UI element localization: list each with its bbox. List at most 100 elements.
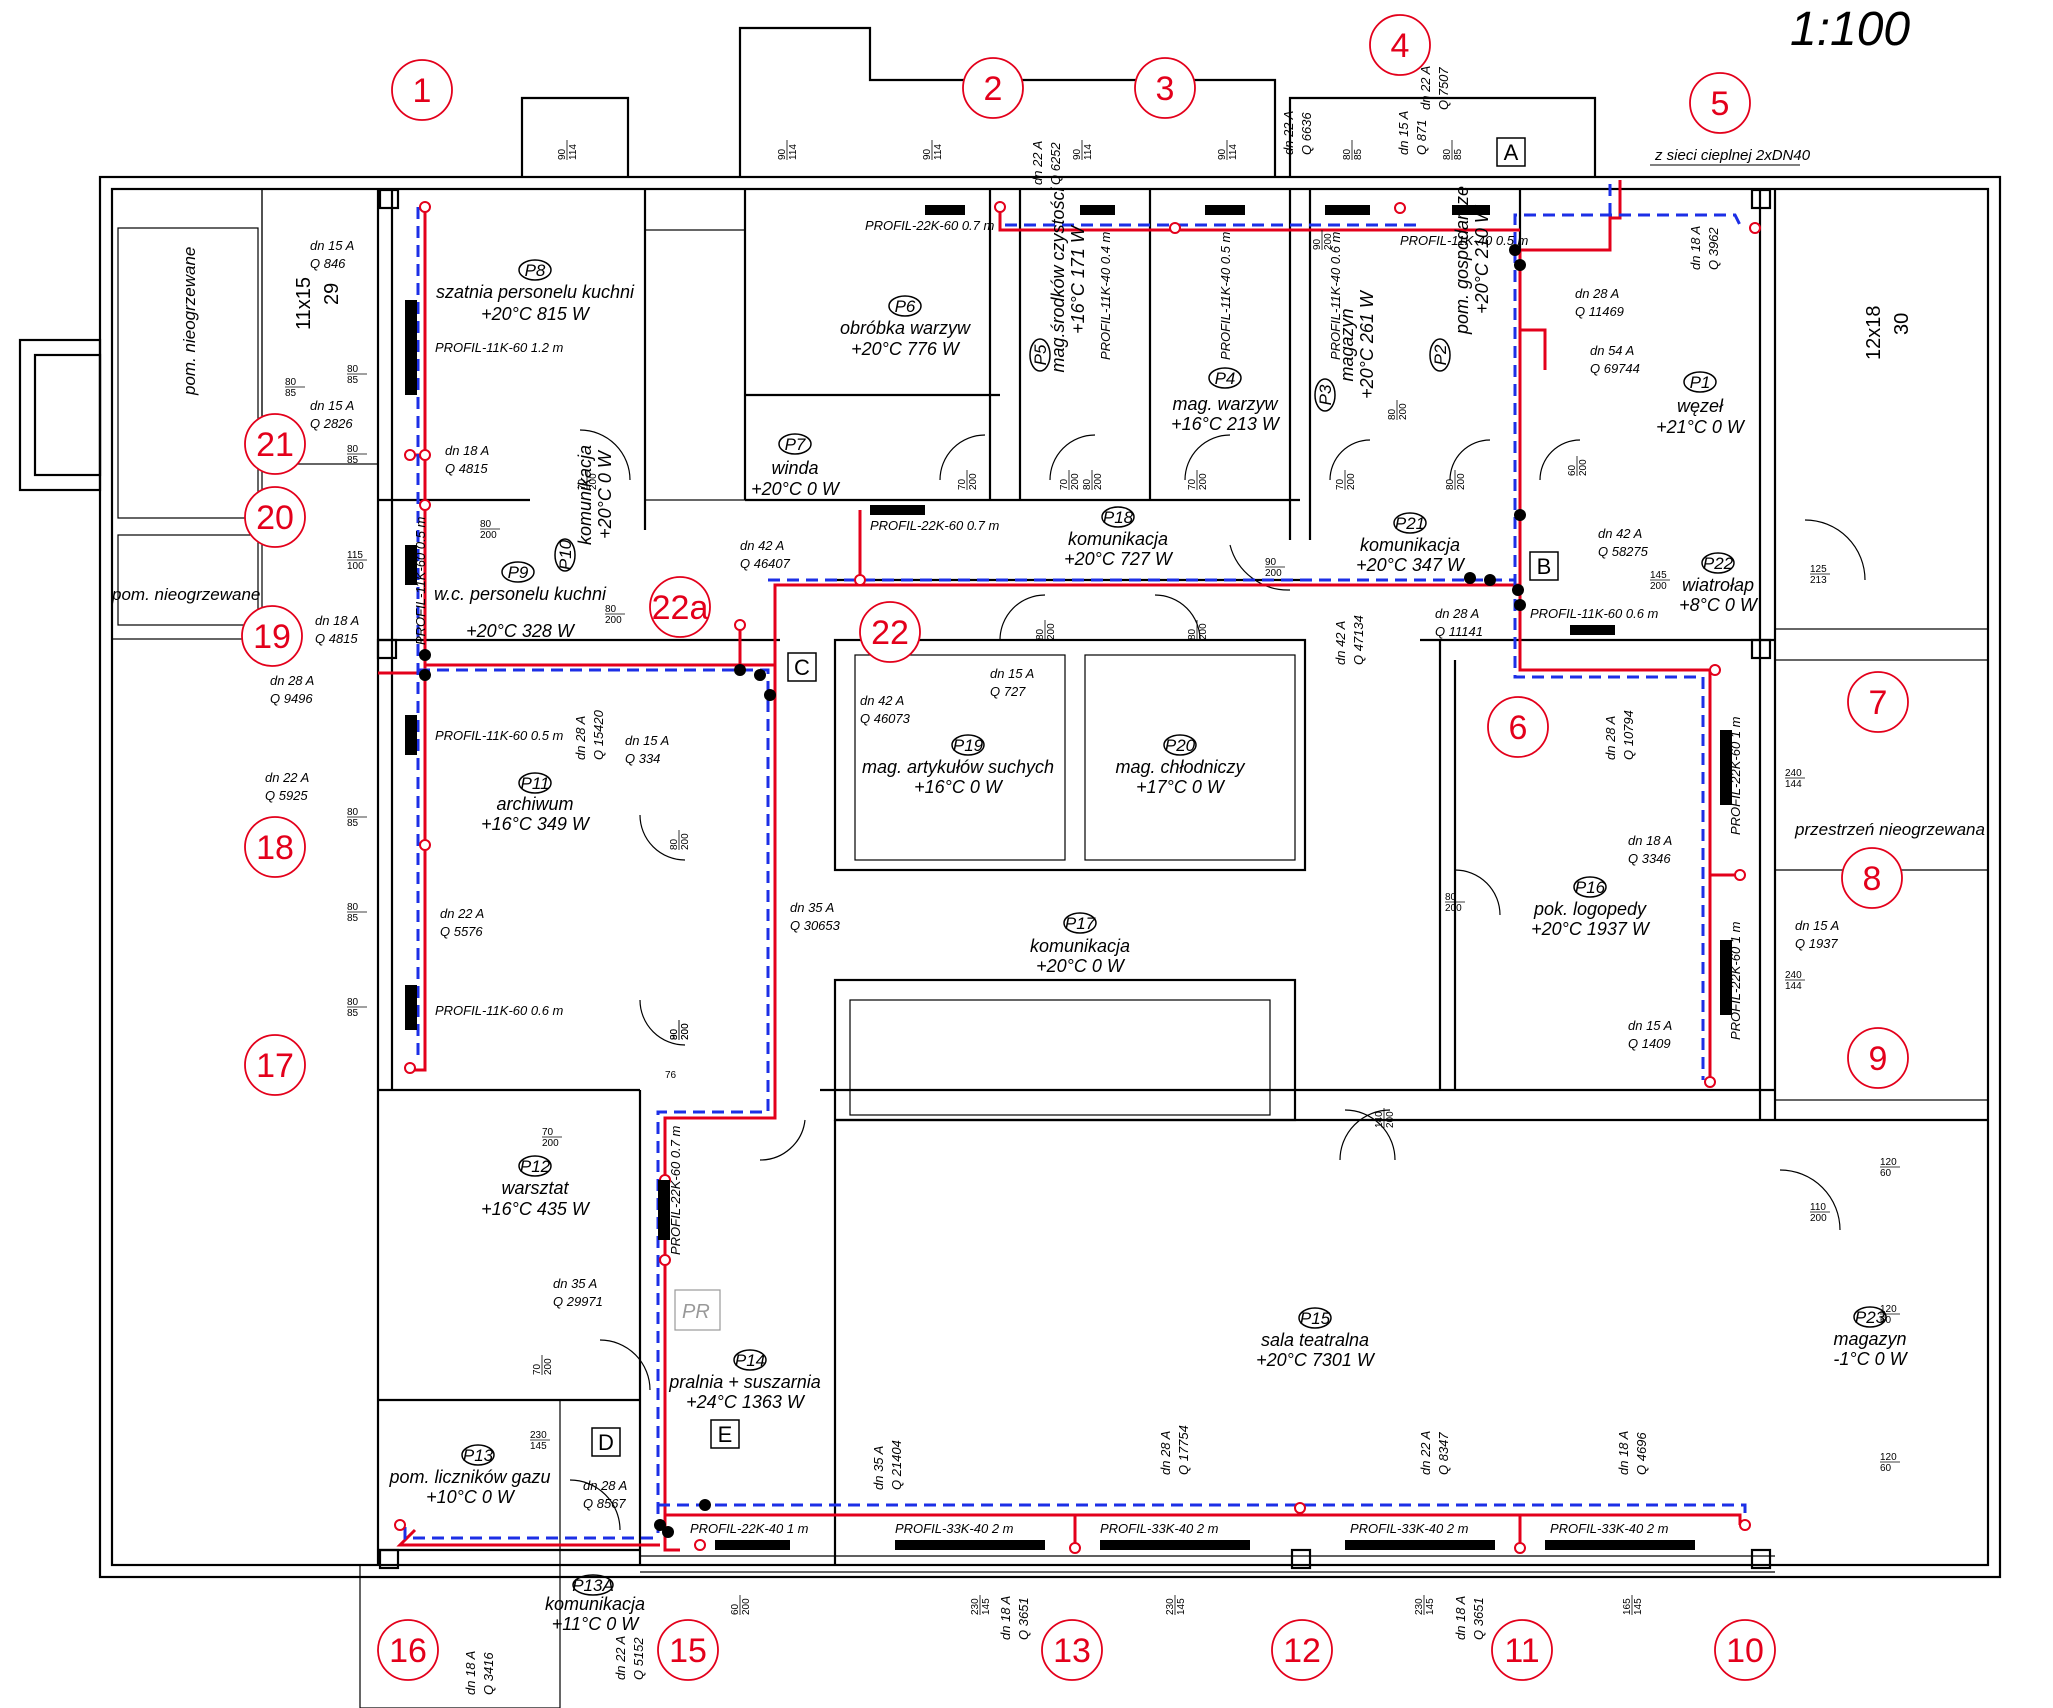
- svg-text:+17°C 0 W: +17°C 0 W: [1136, 777, 1226, 797]
- opening-dimension-value: 200: [1456, 473, 1467, 490]
- svg-text:dn 22 A: dn 22 A: [1418, 1431, 1433, 1475]
- opening-dimension-value: 200: [1265, 568, 1282, 579]
- svg-text:dn 35 A: dn 35 A: [790, 900, 834, 915]
- opening-dimension-value: 85: [1353, 148, 1364, 160]
- svg-text:8: 8: [1863, 860, 1882, 898]
- svg-text:+21°C 0 W: +21°C 0 W: [1656, 417, 1746, 437]
- svg-text:Q 17754: Q 17754: [1176, 1425, 1191, 1475]
- svg-text:dn 18 A: dn 18 A: [1453, 1596, 1468, 1640]
- svg-text:dn 18 A: dn 18 A: [1688, 226, 1703, 270]
- opening-dimension-value: 90: [669, 1028, 680, 1040]
- svg-text:dn 42 A: dn 42 A: [740, 538, 784, 553]
- svg-text:D: D: [598, 1430, 614, 1455]
- svg-text:+20°C 0 W: +20°C 0 W: [1036, 956, 1126, 976]
- svg-text:+16°C 349 W: +16°C 349 W: [481, 814, 591, 834]
- svg-text:dn 35 A: dn 35 A: [871, 1446, 886, 1490]
- svg-text:+20°C 0 W: +20°C 0 W: [595, 449, 615, 539]
- opening-dimension-value: 200: [1578, 459, 1589, 476]
- opening-dimension-value: 114: [788, 144, 799, 160]
- svg-text:+20°C 776 W: +20°C 776 W: [851, 339, 961, 359]
- svg-text:C: C: [794, 655, 810, 680]
- svg-text:PROFIL-22K-60 0.7 m: PROFIL-22K-60 0.7 m: [668, 1126, 683, 1255]
- svg-text:Q 7507: Q 7507: [1436, 67, 1451, 110]
- svg-text:+24°C 1363 W: +24°C 1363 W: [686, 1392, 806, 1412]
- svg-text:wiatrołap: wiatrołap: [1682, 575, 1754, 595]
- section-numbers: 1 2 3 4 5 6 7 8 9 10 11 12 13 15 16 17 1…: [241, 14, 1909, 1681]
- opening-dimension-value: 230: [530, 1430, 547, 1441]
- svg-text:E: E: [718, 1422, 733, 1447]
- opening-dimension-value: 213: [1810, 575, 1827, 586]
- svg-text:PROFIL-33K-40 2 m: PROFIL-33K-40 2 m: [1550, 1521, 1669, 1536]
- opening-dimension-value: 70: [1187, 478, 1198, 490]
- svg-text:Q 10794: Q 10794: [1621, 710, 1636, 760]
- svg-text:komunikacja: komunikacja: [575, 445, 595, 545]
- svg-text:PROFIL-22K-40 1 m: PROFIL-22K-40 1 m: [690, 1521, 809, 1536]
- svg-text:Q 5576: Q 5576: [440, 924, 483, 939]
- unheated-label: przestrzeń nieogrzewana: [1794, 820, 1985, 839]
- svg-text:+20°C 1937 W: +20°C 1937 W: [1531, 919, 1651, 939]
- opening-dimension-value: 80: [480, 519, 492, 530]
- room-label-p9: P9w.c. personelu kuchni+20°C 328 W: [434, 561, 607, 641]
- pipe-label: dn 42 AQ 58275: [1598, 526, 1649, 559]
- svg-text:+20°C 0 W: +20°C 0 W: [751, 479, 841, 499]
- svg-text:13: 13: [1053, 1632, 1091, 1670]
- pipe-label: dn 28 AQ 11469: [1575, 286, 1624, 319]
- svg-text:dn 22 A: dn 22 A: [1030, 141, 1045, 185]
- opening-dimension-value: 90: [557, 148, 568, 160]
- svg-text:magazyn: magazyn: [1337, 308, 1357, 381]
- opening-dimension-value: 200: [680, 1023, 691, 1040]
- svg-text:pom. liczników gazu: pom. liczników gazu: [388, 1467, 550, 1487]
- opening-dimension-value: 114: [568, 144, 579, 160]
- svg-text:dn 28 A: dn 28 A: [1158, 1431, 1173, 1475]
- radiator-labels: PROFIL-22K-60 0.7 m PROFIL-11K-40 0.4 m …: [413, 218, 1743, 1536]
- svg-text:P9: P9: [508, 563, 529, 582]
- pipe-label: dn 15 AQ 1937: [1795, 918, 1839, 951]
- svg-text:22: 22: [871, 614, 909, 652]
- svg-text:4: 4: [1391, 27, 1410, 65]
- svg-text:PROFIL-33K-40 2 m: PROFIL-33K-40 2 m: [895, 1521, 1014, 1536]
- svg-text:Q 727: Q 727: [990, 684, 1026, 699]
- opening-dimension-value: 125: [1810, 564, 1827, 575]
- opening-dimension: 76: [665, 1070, 677, 1081]
- opening-dimension-value: 60: [730, 1603, 741, 1615]
- svg-text:PROFIL-11K-60 1.2 m: PROFIL-11K-60 1.2 m: [435, 340, 564, 355]
- svg-text:P16: P16: [1575, 878, 1606, 897]
- building-walls: [18, 26, 2002, 1708]
- svg-text:6: 6: [1509, 709, 1528, 747]
- unheated-label: pom. nieogrzewane: [111, 585, 260, 604]
- opening-dimension-value: 90: [1072, 148, 1083, 160]
- svg-text:PROFIL-11K-40 0.6 m: PROFIL-11K-40 0.6 m: [1328, 231, 1343, 360]
- svg-text:dn 28 A: dn 28 A: [270, 673, 314, 688]
- svg-text:pralnia + suszarnia: pralnia + suszarnia: [668, 1372, 821, 1392]
- opening-dimension-value: 80: [347, 997, 359, 1008]
- opening-dimension-value: 120: [1880, 1304, 1897, 1315]
- svg-text:+11°C 0 W: +11°C 0 W: [552, 1614, 640, 1634]
- svg-text:Q 3651: Q 3651: [1016, 1597, 1031, 1640]
- svg-text:Q 3962: Q 3962: [1706, 227, 1721, 270]
- opening-dimension-value: 110: [1810, 1202, 1826, 1213]
- pipe-label: dn 15 AQ 2826: [310, 398, 354, 431]
- opening-dimension-value: 60: [1567, 464, 1578, 476]
- opening-dimension-value: 200: [1070, 473, 1081, 490]
- svg-text:archiwum: archiwum: [496, 794, 573, 814]
- svg-text:P15: P15: [1300, 1309, 1331, 1328]
